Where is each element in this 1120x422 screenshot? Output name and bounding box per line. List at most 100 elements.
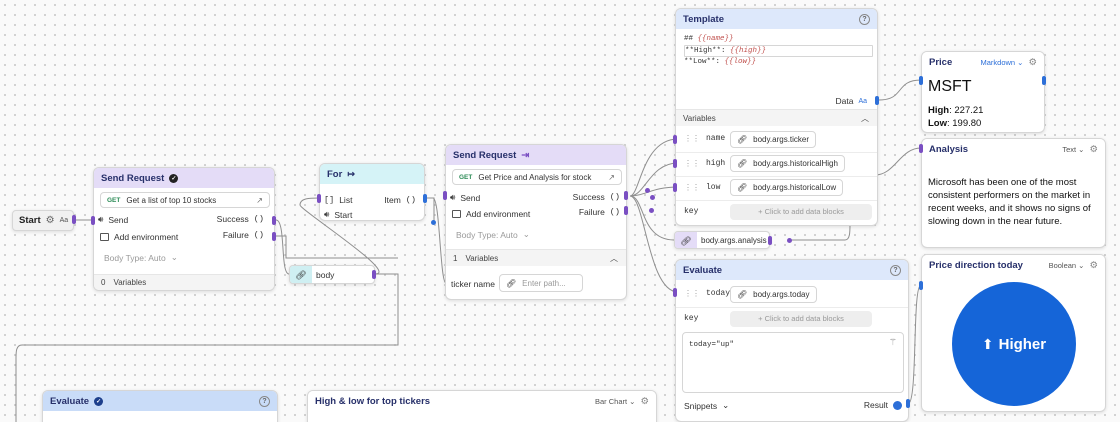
price-output-node[interactable]: Price Markdown ⌄ ⚙ MSFT High: 227.21 Low…: [921, 51, 1045, 133]
analysis-output-node[interactable]: Analysis Text ⌄ ⚙ Microsoft has been one…: [921, 138, 1106, 248]
drag-handle-icon[interactable]: ⋮⋮: [684, 135, 700, 144]
evaluate-var-port[interactable]: [673, 288, 677, 297]
bar-chart-node[interactable]: High & low for top tickers Bar Chart ⌄ ⚙: [307, 390, 657, 422]
arrow-up-icon: ⬆: [981, 335, 994, 352]
open-external-icon[interactable]: ↗: [256, 195, 263, 205]
open-external-icon[interactable]: ↗: [608, 172, 615, 182]
variables-section[interactable]: 0 Variables: [94, 274, 274, 290]
type-badge: Aa: [59, 217, 69, 224]
send-trigger[interactable]: 🔊︎ Send: [450, 192, 481, 203]
analysis-link-port[interactable]: [768, 236, 772, 245]
chart-type-dropdown[interactable]: Bar Chart ⌄: [594, 396, 636, 406]
drag-handle-icon[interactable]: ⋮⋮: [684, 183, 700, 193]
format-dropdown[interactable]: Boolean ⌄: [1048, 260, 1085, 270]
sr2-success-port[interactable]: [624, 191, 628, 200]
list-input[interactable]: [] List: [324, 195, 353, 205]
variables-section[interactable]: 1 Variables ︿: [446, 249, 626, 266]
gear-icon[interactable]: ⚙: [1028, 56, 1037, 68]
failure-output[interactable]: Failure (): [222, 230, 264, 240]
template-node[interactable]: Template ? ## {{name}} **High**: {{high}…: [675, 8, 878, 226]
variable-path[interactable]: 🔗︎body.args.historicalHigh: [730, 155, 845, 172]
price-output-port[interactable]: [1042, 76, 1046, 85]
send-request-node-1[interactable]: Send Request ✓ GET Get a list of top 10 …: [93, 167, 275, 291]
variable-row-new: key + Click to add data blocks: [676, 307, 908, 329]
link-badge: 🔗︎: [675, 232, 697, 248]
help-icon[interactable]: ?: [259, 395, 270, 407]
gear-icon[interactable]: ⚙: [45, 215, 55, 226]
chevron-down-icon: ⌄: [522, 229, 530, 239]
body-type-dropdown[interactable]: Body Type: Auto ⌄: [456, 229, 530, 240]
template-var-port[interactable]: [673, 159, 677, 168]
direction-input-port[interactable]: [919, 281, 923, 290]
variables-section[interactable]: Variables ︿: [676, 109, 877, 126]
gear-icon[interactable]: ⚙: [640, 395, 649, 407]
link-icon: 🔗︎: [737, 289, 748, 299]
chevron-up-icon[interactable]: ︿: [610, 253, 618, 263]
request-selector[interactable]: GET Get Price and Analysis for stock ↗: [452, 169, 622, 185]
drag-handle-icon[interactable]: ⋮⋮: [684, 159, 700, 169]
send-request-node-2[interactable]: Send Request ⇥ GET Get Price and Analysi…: [445, 144, 627, 300]
connector-dot: [431, 220, 436, 225]
add-data-blocks-button[interactable]: + Click to add data blocks: [730, 203, 872, 220]
data-output[interactable]: Data Aa: [835, 96, 867, 106]
start-node[interactable]: Start ⚙ Aa: [12, 210, 74, 231]
body-label: body: [316, 270, 335, 280]
method-badge: GET: [459, 173, 473, 181]
format-dropdown[interactable]: Text ⌄: [1062, 144, 1085, 154]
template-var-port[interactable]: [673, 183, 677, 192]
success-label: Success: [216, 214, 249, 224]
run-icon: ⇥: [521, 149, 530, 161]
sr1-send-port[interactable]: [91, 216, 95, 225]
variable-path[interactable]: 🔗︎body.args.today: [730, 285, 817, 303]
evaluate-node[interactable]: Evaluate ? ⋮⋮today 🔗︎body.args.today key…: [675, 259, 909, 422]
start-output-port[interactable]: [72, 215, 76, 224]
add-environment-button[interactable]: Add environment: [452, 209, 530, 219]
node-header: Evaluate ?: [676, 260, 908, 280]
loop-icon: ↦: [347, 168, 355, 179]
variable-path[interactable]: 🔗︎body.args.ticker: [730, 130, 817, 148]
magic-wand-icon[interactable]: ⚚: [888, 337, 897, 347]
gear-icon[interactable]: ⚙: [1089, 259, 1098, 271]
node-header: Analysis Text ⌄ ⚙: [922, 139, 1105, 159]
request-selector[interactable]: GET Get a list of top 10 stocks ↗: [100, 192, 270, 208]
help-icon[interactable]: ?: [859, 13, 870, 25]
sr2-send-port[interactable]: [443, 191, 447, 200]
success-output[interactable]: Success (): [216, 214, 264, 224]
failure-output[interactable]: Failure (): [578, 207, 620, 217]
chevron-up-icon[interactable]: ︿: [861, 113, 869, 123]
body-node[interactable]: 🔗︎ body: [289, 265, 375, 284]
snippets-dropdown[interactable]: Snippets ⌄: [684, 400, 730, 411]
add-environment-button[interactable]: Add environment: [100, 232, 178, 242]
variable-path[interactable]: 🔗︎body.args.historicalLow: [730, 179, 844, 196]
add-data-blocks-button[interactable]: + Click to add data blocks: [730, 310, 872, 327]
sr2-failure-port[interactable]: [624, 206, 628, 215]
for-list-port[interactable]: [317, 194, 321, 203]
success-output[interactable]: Success (): [572, 192, 620, 202]
evaluate-result-port[interactable]: [906, 399, 910, 408]
for-item-port[interactable]: [423, 194, 427, 203]
body-output-port[interactable]: [372, 270, 376, 279]
connector-dot: [650, 195, 655, 200]
direction-output-node[interactable]: Price direction today Boolean ⌄ ⚙ ⬆ High…: [921, 254, 1106, 412]
drag-handle-icon[interactable]: ⋮⋮: [684, 290, 700, 299]
body-type-dropdown[interactable]: Body Type: Auto ⌄: [104, 252, 178, 263]
sr1-failure-port[interactable]: [272, 232, 276, 241]
gear-icon[interactable]: ⚙: [1089, 143, 1098, 155]
help-icon[interactable]: ?: [890, 264, 901, 276]
code-editor[interactable]: today="up" ⚚: [682, 332, 904, 393]
result-output[interactable]: Result: [864, 400, 902, 410]
template-var-port[interactable]: [673, 135, 677, 144]
price-input-port[interactable]: [919, 76, 923, 85]
for-node[interactable]: For ↦ [] List 🔊︎ Start Item (): [319, 163, 425, 221]
sr1-success-port[interactable]: [272, 216, 276, 225]
evaluate-node-bottom[interactable]: Evaluate ✓ ?: [42, 390, 278, 422]
format-dropdown[interactable]: Markdown ⌄: [980, 57, 1024, 67]
template-data-port[interactable]: [875, 96, 879, 105]
analysis-link-node[interactable]: 🔗︎ body.args.analysis: [674, 231, 770, 249]
item-output[interactable]: Item (): [384, 195, 416, 205]
start-input[interactable]: 🔊︎ Start: [324, 209, 353, 220]
send-trigger[interactable]: 🔊︎ Send: [98, 214, 128, 225]
analysis-input-port[interactable]: [919, 144, 923, 153]
ticker-path-input[interactable]: 🔗︎ Enter path...: [499, 274, 583, 292]
template-editor[interactable]: ## {{name}} **High**: {{high}} **Low**: …: [684, 34, 873, 68]
